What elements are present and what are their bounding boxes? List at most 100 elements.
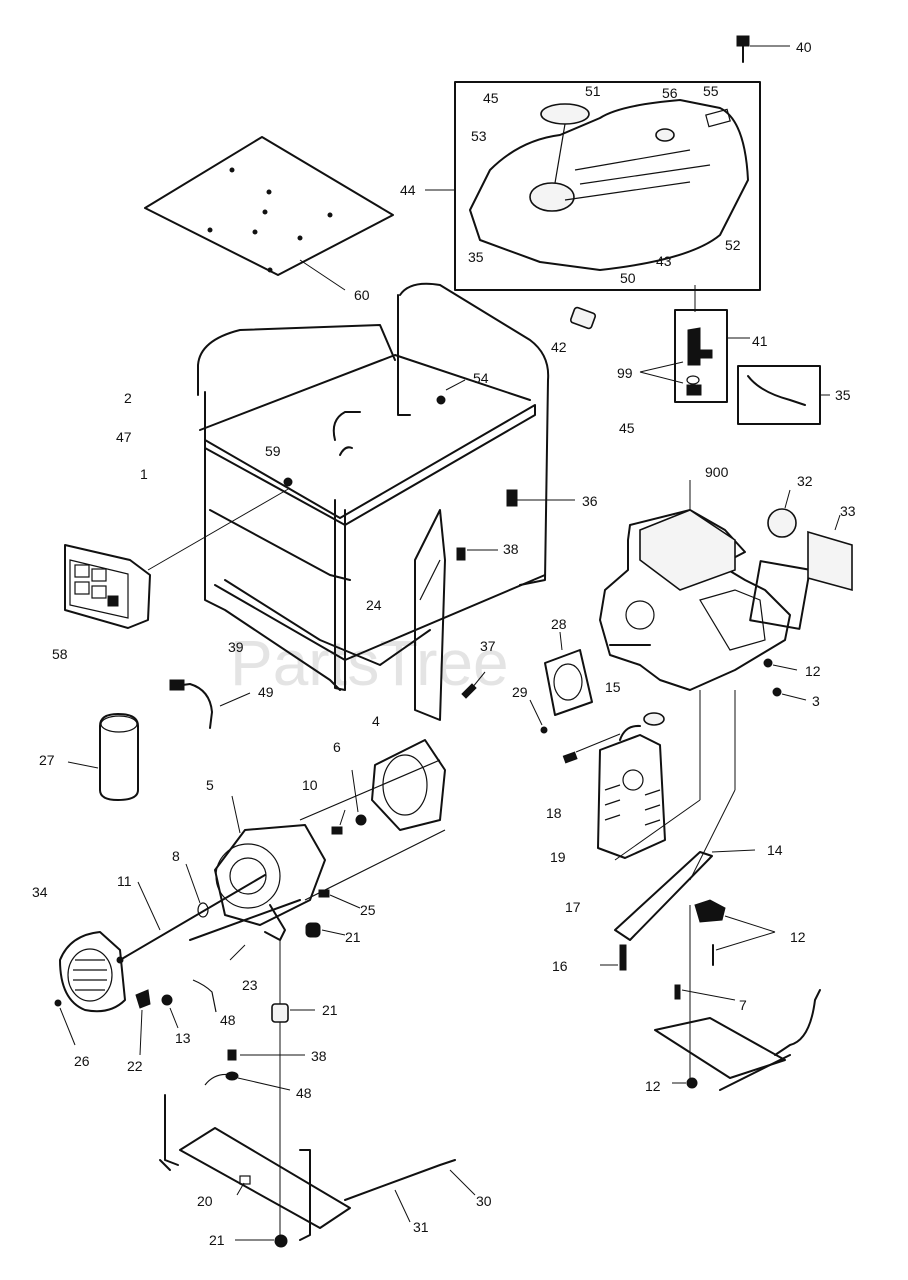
- rubber-foot: [271, 1003, 289, 1023]
- bolt: [227, 1049, 237, 1061]
- label-30: 30: [476, 1193, 492, 1209]
- label-21c: 21: [209, 1232, 225, 1248]
- muffler-bracket: [614, 851, 713, 941]
- label-20: 20: [197, 1193, 213, 1209]
- end-cover: [59, 931, 126, 1013]
- label-27: 27: [39, 752, 55, 768]
- engine-shroud: [639, 509, 736, 591]
- muffler-gasket[interactable]: [529, 631, 593, 734]
- label-8: 8: [172, 848, 180, 864]
- label-32: 32: [797, 473, 813, 489]
- label-99: 99: [617, 365, 633, 381]
- label-45b: 45: [619, 420, 635, 436]
- engine-block: [599, 509, 791, 691]
- fuel-gauge: [655, 128, 675, 142]
- label-49: 49: [258, 684, 274, 700]
- label-17: 17: [565, 899, 581, 915]
- control-panel-box: [64, 544, 151, 629]
- fuel-cap: [540, 103, 590, 125]
- plate-body: [414, 509, 446, 721]
- label-29: 29: [512, 684, 528, 700]
- fuel-valve: [687, 327, 713, 366]
- wheel-cradle[interactable]: [159, 1094, 476, 1241]
- label-15: 15: [605, 679, 621, 695]
- frame-rail-right: [399, 282, 550, 586]
- capacitor-assembly[interactable]: [67, 679, 251, 801]
- label-23: 23: [242, 977, 258, 993]
- control-panel[interactable]: [64, 487, 291, 629]
- label-11: 11: [117, 873, 132, 889]
- label-21: 21: [345, 929, 361, 945]
- screw: [331, 826, 343, 835]
- muffler-body: [597, 734, 666, 859]
- label-1: 1: [140, 466, 148, 482]
- label-58: 58: [52, 646, 68, 662]
- label-38: 38: [503, 541, 519, 557]
- fuel-hose-box: [737, 365, 821, 425]
- label-22: 22: [127, 1058, 143, 1074]
- screw: [562, 751, 578, 764]
- label-55: 55: [703, 83, 719, 99]
- label-25: 25: [360, 902, 376, 918]
- cradle-base: [179, 1127, 351, 1229]
- gasket-plate: [544, 649, 593, 716]
- bolt: [456, 547, 466, 561]
- through-bolt: [189, 899, 301, 941]
- label-53: 53: [471, 128, 487, 144]
- label-28: 28: [551, 616, 567, 632]
- nut: [763, 658, 773, 668]
- washer: [197, 902, 209, 918]
- engine-mount[interactable]: [654, 899, 821, 1091]
- muffler-assembly[interactable]: [562, 690, 756, 971]
- label-35: 35: [468, 249, 484, 265]
- nut: [161, 994, 173, 1006]
- label-13: 13: [175, 1030, 191, 1046]
- label-33: 33: [840, 503, 856, 519]
- muffler-gasket-15: [643, 712, 665, 726]
- frame-hardware[interactable]: [283, 306, 597, 699]
- lower-axle-hardware[interactable]: [204, 940, 315, 1248]
- base-panel[interactable]: [144, 136, 394, 291]
- label-54: 54: [473, 370, 489, 386]
- nut: [686, 1077, 698, 1089]
- washer: [355, 814, 367, 826]
- wire-harness: [174, 683, 213, 729]
- label-12c: 12: [645, 1078, 661, 1094]
- label-51: 51: [585, 83, 601, 99]
- fuel-hose-assembly[interactable]: [737, 365, 830, 425]
- air-filter-element: [807, 530, 853, 592]
- frame-assembly[interactable]: [197, 282, 550, 691]
- label-43: 43: [656, 253, 672, 269]
- label-34: 34: [32, 884, 48, 900]
- oil-cap: [767, 508, 797, 538]
- label-10: 10: [302, 777, 318, 793]
- label-12: 12: [805, 663, 821, 679]
- label-60: 60: [354, 287, 370, 303]
- label-47: 47: [116, 429, 132, 445]
- panel-plate: [144, 136, 394, 276]
- label-6: 6: [333, 739, 341, 755]
- label-12b: 12: [790, 929, 806, 945]
- label-35b: 35: [835, 387, 851, 403]
- alternator-assembly[interactable]: [214, 739, 446, 941]
- fuel-tank: [469, 99, 749, 271]
- label-50: 50: [620, 270, 636, 286]
- label-44: 44: [400, 182, 416, 198]
- bolt: [318, 889, 330, 898]
- label-31: 31: [413, 1219, 429, 1235]
- label-41: 41: [752, 333, 768, 349]
- engine-assembly[interactable]: [599, 480, 853, 701]
- label-900: 900: [705, 464, 729, 480]
- stator-housing: [371, 739, 446, 831]
- label-38b: 38: [311, 1048, 327, 1064]
- label-39: 39: [228, 639, 244, 655]
- label-48: 48: [220, 1012, 236, 1028]
- nut: [772, 687, 782, 697]
- fuel-tank-assembly[interactable]: [425, 35, 790, 291]
- label-5: 5: [206, 777, 214, 793]
- label-56: 56: [662, 85, 678, 101]
- end-cover-assembly[interactable]: [54, 863, 301, 1056]
- fuel-valve-assembly[interactable]: [639, 285, 750, 403]
- mounting-plate[interactable]: [414, 509, 446, 721]
